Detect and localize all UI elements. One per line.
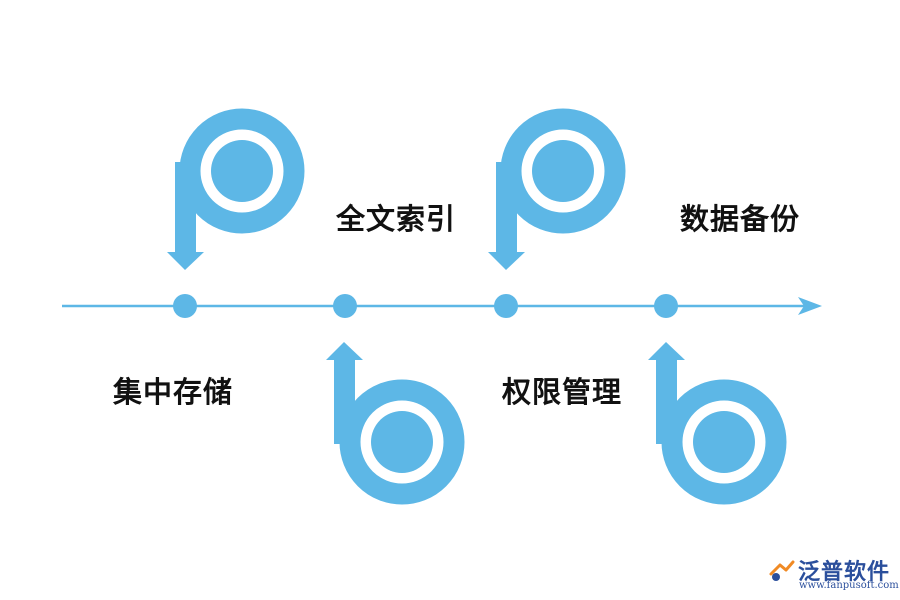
loop-arrow-up-icon <box>648 342 787 505</box>
logo-url: www.fanpusoft.com <box>799 580 899 591</box>
timeline-node <box>333 294 357 318</box>
timeline-arrowhead-icon <box>798 297 822 315</box>
logo-name: 泛普软件 <box>798 560 891 585</box>
timeline-node <box>494 294 518 318</box>
timeline-node <box>654 294 678 318</box>
timeline-node <box>173 294 197 318</box>
loop-arrow-down-icon <box>488 108 626 270</box>
step-label: 集中存储 <box>113 375 234 409</box>
step-label: 数据备份 <box>680 202 801 236</box>
loop-arrow-up-icon <box>326 342 465 505</box>
loop-arrow-down-icon <box>167 108 305 270</box>
step-label: 全文索引 <box>336 202 457 236</box>
step-label: 权限管理 <box>502 375 623 409</box>
logo-mark-icon <box>769 560 795 581</box>
